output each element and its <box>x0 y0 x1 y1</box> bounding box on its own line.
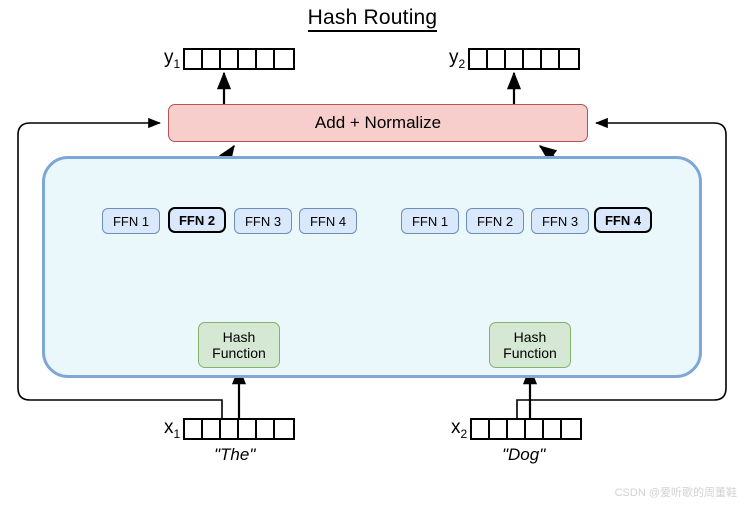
vector-cell <box>257 50 276 68</box>
hash-function-right[interactable]: Hash Function <box>489 322 571 368</box>
output-vector-y2-cells <box>468 48 581 70</box>
vector-cell <box>275 50 293 68</box>
hash-function-line-1: Hash <box>222 328 256 345</box>
output-vector-y2-label: y2 <box>449 47 466 71</box>
vector-cell <box>488 50 507 68</box>
ffn-label: FFN 4 <box>604 212 642 228</box>
output-vector-y1-cells <box>183 48 296 70</box>
ffn-left-4[interactable]: FFN 4 <box>299 208 357 234</box>
vector-cell <box>470 50 489 68</box>
output-vector-y1-label: y1 <box>164 47 181 71</box>
input-token-label-x2: "Dog" <box>502 445 546 464</box>
output-vector-y1: y1 <box>164 47 296 71</box>
input-vector-x2: x2 <box>451 417 583 441</box>
page-title: Hash Routing <box>0 6 745 32</box>
hash-function-left[interactable]: Hash Function <box>198 322 280 368</box>
vector-cell <box>562 420 580 438</box>
ffn-left-1[interactable]: FFN 1 <box>102 208 160 234</box>
vector-cell <box>185 420 204 438</box>
output-vector-y2: y2 <box>449 47 581 71</box>
hash-function-line-1: Hash <box>513 328 547 345</box>
vector-cell <box>472 420 491 438</box>
vector-cell <box>542 50 561 68</box>
ffn-label: FFN 3 <box>244 213 282 229</box>
expert-panel <box>42 156 702 378</box>
ffn-right-1[interactable]: FFN 1 <box>401 208 459 234</box>
ffn-right-4-selected[interactable]: FFN 4 <box>594 207 652 233</box>
vector-cell <box>560 50 578 68</box>
vector-cell <box>526 420 545 438</box>
ffn-left-3[interactable]: FFN 3 <box>234 208 292 234</box>
ffn-right-2[interactable]: FFN 2 <box>466 208 524 234</box>
input-token-label-x1: "The" <box>214 445 256 464</box>
ffn-label: FFN 1 <box>112 213 150 229</box>
vector-cell <box>508 420 527 438</box>
input-vector-x2-label: x2 <box>451 417 468 441</box>
vector-cell <box>275 420 293 438</box>
vector-cell <box>490 420 509 438</box>
watermark: CSDN @爱听歌的周董鞋 <box>614 487 737 499</box>
input-vector-x1-label: x1 <box>164 417 181 441</box>
page-title-text: Hash Routing <box>307 6 438 32</box>
vector-cell <box>544 420 563 438</box>
vector-cell <box>185 50 204 68</box>
vector-cell <box>257 420 276 438</box>
vector-cell <box>506 50 525 68</box>
vector-cell <box>239 50 258 68</box>
input-vector-x1: x1 <box>164 417 296 441</box>
input-vector-x2-cells <box>470 418 583 440</box>
add-normalize-label: Add + Normalize <box>314 113 442 132</box>
ffn-label: FFN 4 <box>309 213 347 229</box>
hash-function-line-2: Function <box>503 345 557 361</box>
ffn-right-3[interactable]: FFN 3 <box>531 208 589 234</box>
ffn-label: FFN 2 <box>476 213 514 229</box>
ffn-left-2-selected[interactable]: FFN 2 <box>168 207 226 233</box>
vector-cell <box>203 50 222 68</box>
vector-cell <box>239 420 258 438</box>
vector-cell <box>221 420 240 438</box>
ffn-label: FFN 2 <box>178 212 216 228</box>
ffn-label: FFN 1 <box>411 213 449 229</box>
vector-cell <box>203 420 222 438</box>
vector-cell <box>221 50 240 68</box>
add-normalize-block: Add + Normalize <box>168 104 588 142</box>
input-vector-x1-cells <box>183 418 296 440</box>
hash-function-line-2: Function <box>212 345 266 361</box>
vector-cell <box>524 50 543 68</box>
ffn-label: FFN 3 <box>541 213 579 229</box>
